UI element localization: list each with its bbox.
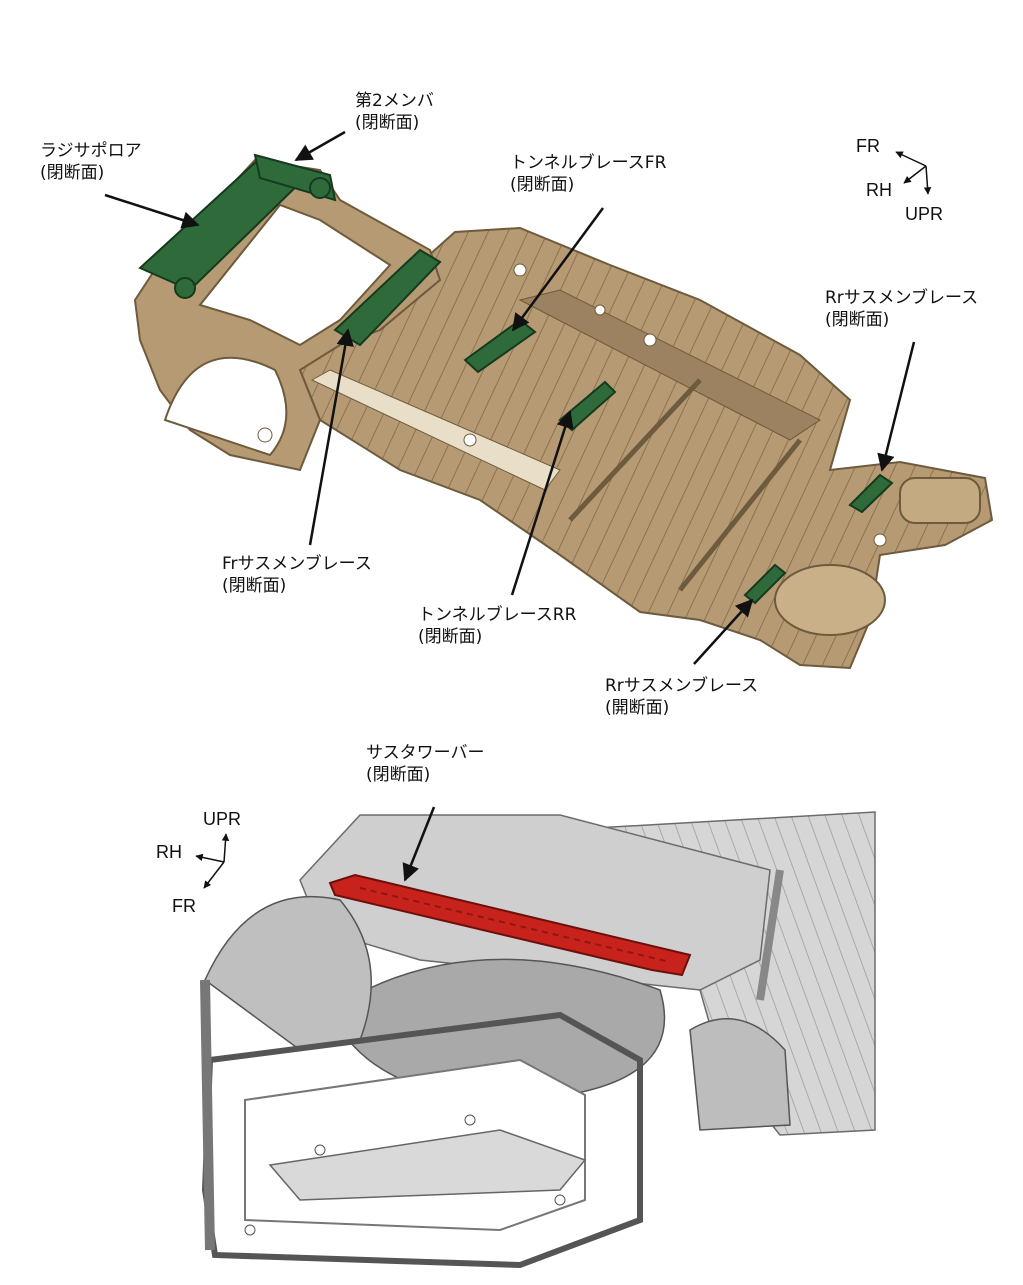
axis-label-upr-bottom: UPR xyxy=(203,809,242,829)
label-tunnel-brace-rr: トンネルブレースRR (閉断面) xyxy=(418,605,577,647)
tunnel-brace-fr xyxy=(463,318,537,374)
label-second-member: 第2メンバ (閉断面) xyxy=(355,91,434,133)
label-tunnel-brace-fr: トンネルブレースFR (閉断面) xyxy=(510,153,667,195)
axis-label-rh-top: RH xyxy=(866,180,892,200)
axis-label-upr-top: UPR xyxy=(905,204,944,224)
axis-label-fr-bottom: FR xyxy=(172,896,196,916)
front-frame-structure xyxy=(178,811,878,1272)
strut-tower-bar xyxy=(328,873,692,977)
axis-label-fr-top: FR xyxy=(856,136,880,156)
rr-suspension-brace-closed xyxy=(848,473,894,514)
label-rr-suspension-brace-open: Rrサスメンブレース (開断面) xyxy=(605,676,759,718)
underbody-structure xyxy=(133,158,994,670)
label-strut-tower-bar: サスタワーバー (閉断面) xyxy=(366,743,485,785)
green-highlight-braces xyxy=(138,153,894,605)
label-radiator-support-lower: ラジサポロア (閉断面) xyxy=(40,141,142,183)
top-leader-arrows xyxy=(104,130,916,665)
bottom-axes-indicator xyxy=(195,833,230,889)
axis-label-rh-bottom: RH xyxy=(156,842,182,862)
label-rr-suspension-brace-closed: Rrサスメンブレース (閉断面) xyxy=(825,288,979,330)
label-front-suspension-member-brace: Frサスメンブレース (閉断面) xyxy=(222,554,372,596)
top-axes-indicator xyxy=(895,151,932,195)
sustower-leader-arrow xyxy=(402,806,436,882)
